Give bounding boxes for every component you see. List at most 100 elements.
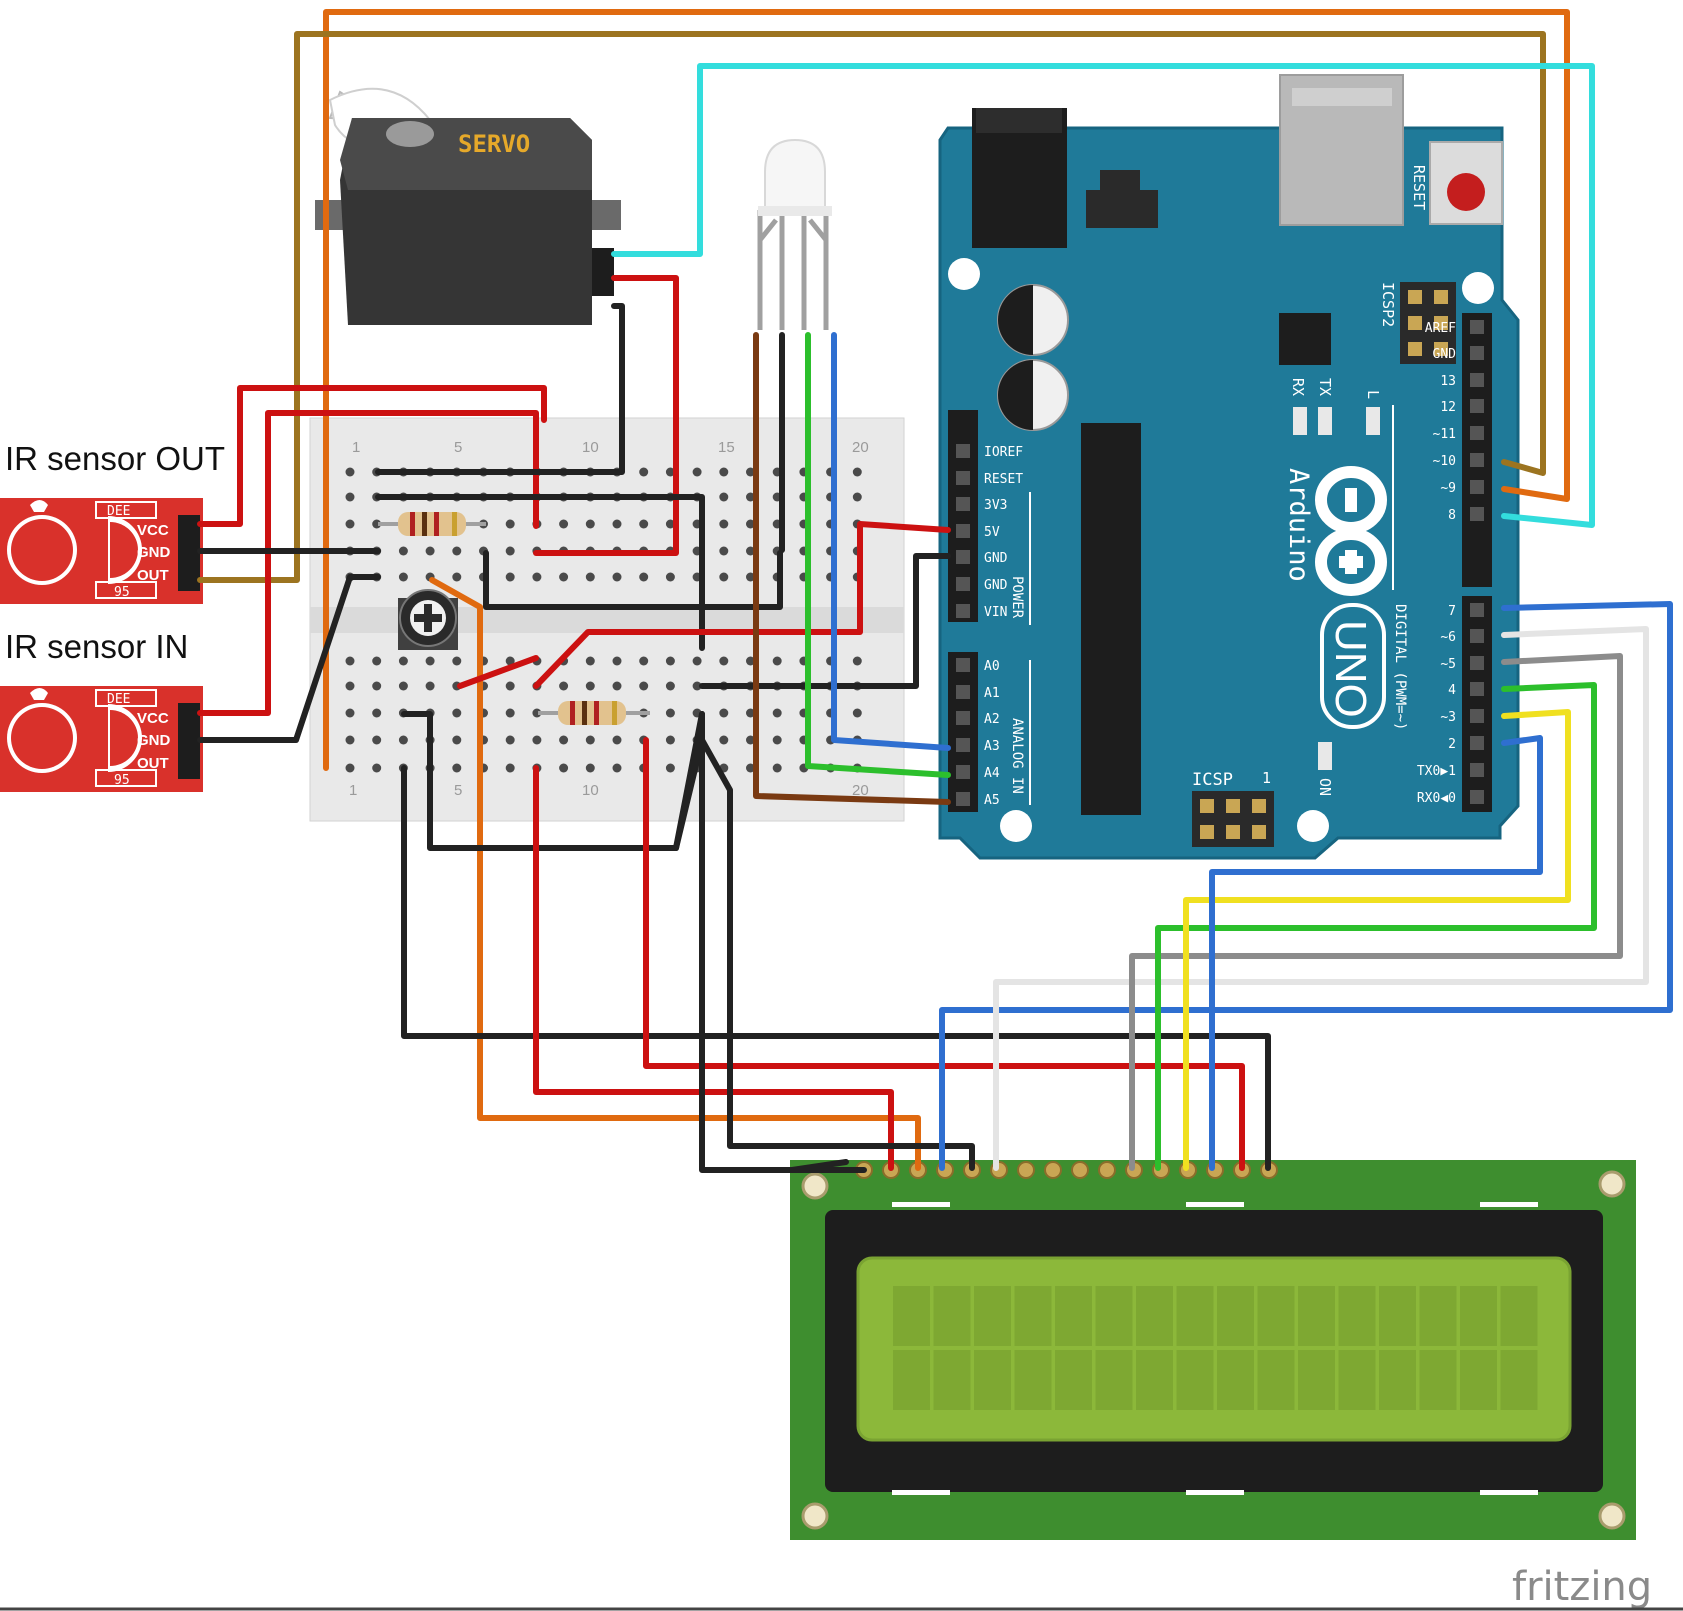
- wire-red: [533, 521, 951, 689]
- bb-hole: [425, 546, 435, 556]
- reset-button[interactable]: [1447, 173, 1485, 211]
- header-pin: [956, 711, 970, 725]
- pin-label: 13: [1440, 374, 1456, 389]
- wire-blue: [1209, 735, 1543, 1171]
- lcd-cell: [974, 1286, 1011, 1346]
- bb-hole: [452, 656, 462, 666]
- wire-orange: [429, 577, 921, 1171]
- ir-sensor-out-module: DEE 95 VCC GND OUT: [0, 498, 203, 604]
- lcd-cell: [1176, 1286, 1214, 1346]
- wire-gold: [197, 31, 1546, 583]
- wire-red: [533, 275, 679, 556]
- lcd-cell: [1136, 1350, 1173, 1410]
- analog-title: ANALOG IN: [1009, 718, 1025, 794]
- bb-hole: [532, 572, 542, 582]
- icsp-header: [1192, 791, 1274, 847]
- bb-hole: [612, 735, 622, 745]
- pin-label: A2: [984, 712, 1000, 727]
- pin-label: VIN: [984, 605, 1007, 620]
- pin-label: ~3: [1440, 710, 1456, 725]
- lcd-cell: [1014, 1350, 1052, 1410]
- bb-hole: [425, 656, 435, 666]
- bb-hole: [559, 763, 569, 773]
- lcd-pin: [1017, 1161, 1035, 1179]
- icsp2-header: [1400, 282, 1456, 364]
- header-pin: [956, 577, 970, 591]
- bb-hole: [772, 735, 782, 745]
- bb-hole: [612, 519, 622, 529]
- lcd-cell: [1419, 1350, 1457, 1410]
- header-pin: [956, 685, 970, 699]
- header-pin: [1470, 603, 1484, 617]
- bb-hole: [772, 656, 782, 666]
- bb-num: 20: [852, 439, 869, 456]
- icsp-label: ICSP: [1192, 770, 1233, 790]
- bb-hole: [852, 656, 862, 666]
- uno-wordmark: UNO: [1326, 620, 1375, 718]
- l-label: L: [1364, 390, 1382, 399]
- power-title: POWER: [1009, 576, 1025, 619]
- wire-black: [401, 765, 1271, 1171]
- pin-label: 12: [1440, 400, 1456, 415]
- bb-hole: [345, 735, 355, 745]
- bb-hole: [665, 708, 675, 718]
- wires: [197, 9, 1673, 1173]
- header-pin: [1470, 656, 1484, 670]
- mounting-hole: [801, 1172, 829, 1200]
- lcd-pin: [1098, 1161, 1116, 1179]
- mounting-hole: [1000, 810, 1032, 842]
- lcd-cell: [1217, 1350, 1254, 1410]
- lcd-cell: [1095, 1286, 1133, 1346]
- wire-red: [197, 410, 539, 716]
- lcd-cell: [1379, 1350, 1416, 1410]
- bb-hole: [746, 467, 755, 477]
- header-pin: [956, 444, 970, 458]
- bb-hole: [665, 763, 675, 773]
- pin-label: IOREF: [984, 445, 1023, 460]
- wire-green: [1155, 682, 1597, 1171]
- bb-hole: [398, 572, 408, 582]
- bb-hole: [452, 735, 462, 745]
- bb-hole: [665, 681, 675, 691]
- lcd-cell: [893, 1286, 930, 1346]
- bb-hole: [505, 546, 515, 556]
- bb-hole: [505, 656, 515, 666]
- wire-blue: [831, 332, 951, 751]
- header-pin: [1470, 709, 1484, 723]
- pin-label: TX0▶1: [1417, 764, 1456, 779]
- wire-black: [789, 1159, 849, 1173]
- bb-num: 10: [582, 782, 599, 799]
- pin-label: 8: [1448, 508, 1456, 523]
- pin-label: 4: [1448, 683, 1456, 698]
- bb-hole: [719, 735, 729, 745]
- bb-hole: [505, 708, 515, 718]
- lcd-pin: [1071, 1161, 1089, 1179]
- bb-hole: [532, 708, 542, 718]
- bb-hole: [612, 656, 622, 666]
- bb-hole: [665, 519, 675, 529]
- header-pin: [1470, 320, 1484, 334]
- ir-pin-vcc: VCC: [137, 522, 169, 539]
- lcd-16x2: [790, 1160, 1636, 1540]
- bb-num: 15: [718, 439, 735, 456]
- bb-num: 5: [454, 439, 462, 456]
- pin-label: ~5: [1440, 657, 1456, 672]
- wire-orange: [323, 9, 1570, 771]
- bb-hole: [746, 572, 755, 582]
- resistor-top: [378, 512, 486, 536]
- wire-black: [375, 494, 705, 651]
- bb-hole: [585, 656, 595, 666]
- bb-hole: [852, 467, 862, 477]
- bb-hole: [372, 681, 382, 691]
- bb-hole: [719, 656, 729, 666]
- icsp-pin1-label: 1: [1262, 769, 1271, 787]
- lcd-cell: [1419, 1286, 1457, 1346]
- header-pin: [1470, 790, 1484, 804]
- resistor-bottom: [538, 701, 650, 725]
- lcd-cell: [1217, 1286, 1254, 1346]
- lcd-cell: [1338, 1350, 1376, 1410]
- wire-red: [533, 765, 894, 1171]
- bb-hole: [345, 467, 355, 477]
- pin-label: A0: [984, 659, 1000, 674]
